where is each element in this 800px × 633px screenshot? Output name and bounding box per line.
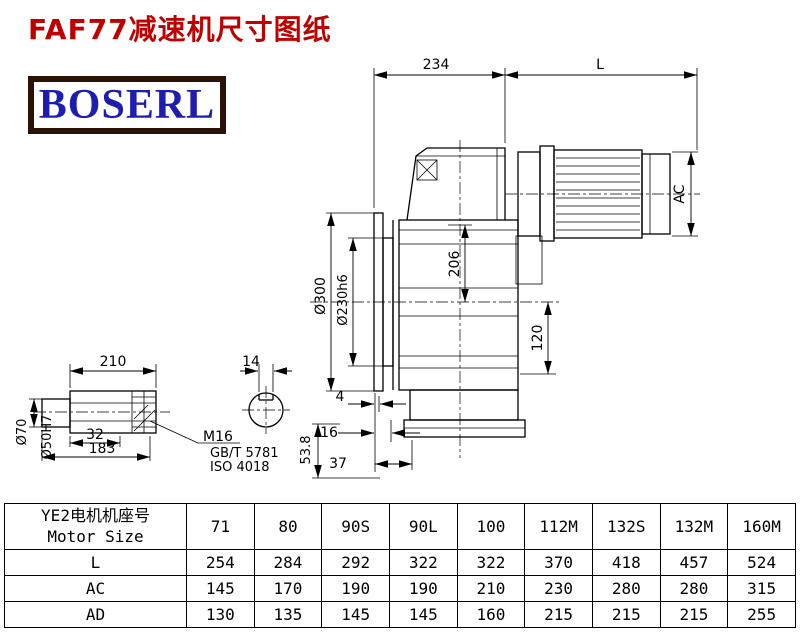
value-cell: 315 — [727, 575, 796, 602]
value-cell: 322 — [456, 549, 526, 576]
shaft-dimensions: 210 14 32 183 Ø70 Ø50H7 M16 GB/T 5781 IS… — [15, 354, 292, 475]
dimension-drawing: 234 L AC 206 120 Ø300 Ø230h6 — [15, 57, 700, 479]
value-cell: 130 — [186, 601, 255, 628]
frame-size-cell: 160M — [727, 503, 796, 550]
frame-size-cell: 90S — [321, 503, 390, 550]
value-cell: 284 — [253, 549, 323, 576]
dim-flange-diameter: Ø300 — [313, 277, 329, 315]
value-cell: 370 — [524, 549, 593, 576]
value-cell: 230 — [524, 575, 593, 602]
value-cell: 210 — [456, 575, 526, 602]
frame-size-cell: 71 — [186, 503, 255, 550]
value-cell: 280 — [659, 575, 729, 602]
value-cell: 215 — [659, 601, 729, 628]
header-line1: YE2电机机座号 — [41, 505, 150, 525]
frame-size-cell: 100 — [456, 503, 526, 550]
dim-14: 14 — [242, 354, 260, 370]
frame-size-cell: 90L — [388, 503, 458, 550]
page-title: FAF77减速机尺寸图纸 — [28, 13, 332, 46]
table-row-AD: AD 130 135 145 145 160 215 215 215 255 — [4, 601, 796, 628]
value-cell: 170 — [253, 575, 323, 602]
label-std-iso: ISO 4018 — [210, 460, 270, 475]
value-cell: 190 — [321, 575, 390, 602]
frame-size-cell: 112M — [524, 503, 593, 550]
value-cell: 190 — [388, 575, 458, 602]
motor-size-table: YE2电机机座号 Motor Size 71 80 90S 90L 100 11… — [4, 503, 796, 628]
motor-size-header-cell: YE2电机机座号 Motor Size — [4, 503, 187, 550]
dim-234: 234 — [423, 57, 450, 73]
dim-16: 16 — [320, 425, 338, 441]
main-view-dimensions: 234 L AC 206 120 Ø300 Ø230h6 — [313, 57, 698, 392]
value-cell: 524 — [727, 549, 796, 576]
dim-4: 4 — [336, 389, 345, 405]
table-header-row: YE2电机机座号 Motor Size 71 80 90S 90L 100 11… — [4, 503, 796, 550]
bottom-offset-dimensions: 4 16 37 53.8 — [299, 389, 420, 479]
value-cell: 418 — [591, 549, 661, 576]
gearbox-housing-view — [373, 147, 543, 438]
row-label-cell: AC — [4, 575, 187, 602]
table-row-L: L 254 284 292 322 322 370 418 457 524 — [4, 549, 796, 576]
dim-shaft-od-70: Ø70 — [15, 419, 30, 446]
dim-37: 37 — [329, 456, 347, 472]
value-cell: 160 — [456, 601, 526, 628]
dim-AC: AC — [672, 184, 688, 203]
frame-size-cell: 132S — [591, 503, 661, 550]
value-cell: 135 — [253, 601, 323, 628]
dim-32: 32 — [86, 427, 104, 443]
table-row-AC: AC 145 170 190 190 210 230 280 280 315 — [4, 575, 796, 602]
dim-120: 120 — [530, 325, 546, 352]
row-label-cell: AD — [4, 601, 187, 628]
dim-210: 210 — [100, 354, 127, 370]
value-cell: 280 — [591, 575, 661, 602]
value-cell: 457 — [659, 549, 729, 576]
value-cell: 215 — [524, 601, 593, 628]
shaft-side-view — [41, 390, 157, 434]
header-line2: Motor Size — [47, 526, 144, 546]
value-cell: 254 — [186, 549, 255, 576]
value-cell: 292 — [321, 549, 390, 576]
dim-spigot-diameter: Ø230h6 — [336, 274, 351, 326]
value-cell: 322 — [388, 549, 458, 576]
frame-size-cell: 80 — [253, 503, 323, 550]
centerlines — [34, 140, 700, 458]
dim-206: 206 — [447, 251, 463, 278]
dim-L: L — [596, 57, 604, 73]
label-std-gb: GB/T 5781 — [210, 446, 279, 461]
label-thread-m16: M16 — [203, 429, 233, 445]
shaft-end-view — [248, 392, 284, 428]
brand-logo-box: BOSERL — [28, 76, 226, 134]
value-cell: 145 — [186, 575, 255, 602]
value-cell: 145 — [388, 601, 458, 628]
dim-183: 183 — [89, 441, 116, 457]
dim-bore-50h7: Ø50H7 — [40, 415, 55, 460]
value-cell: 215 — [591, 601, 661, 628]
row-label-cell: L — [4, 549, 187, 576]
brand-logo-text: BOSERL — [38, 82, 216, 128]
dim-53-8: 53.8 — [299, 436, 314, 465]
motor-view — [517, 145, 671, 242]
value-cell: 255 — [727, 601, 796, 628]
value-cell: 145 — [321, 601, 390, 628]
frame-size-cell: 132M — [659, 503, 729, 550]
